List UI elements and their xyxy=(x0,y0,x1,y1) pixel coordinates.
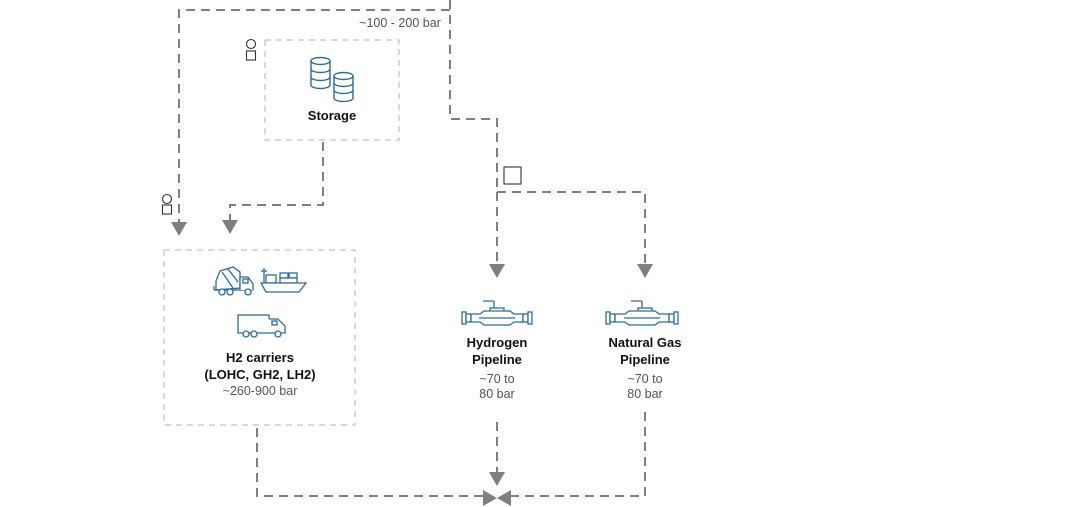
carriers-pressure: ~260-900 bar xyxy=(222,384,298,398)
carriers-title-line2: (LOHC, GH2, LH2) xyxy=(204,367,316,382)
pipeline-valve-icon xyxy=(461,300,533,326)
square-marker-icon xyxy=(245,50,257,61)
flow-line-storage-to-carriers xyxy=(229,142,324,220)
arrow-head xyxy=(489,264,505,278)
storage-tanks-icon xyxy=(310,56,354,103)
arrow-head xyxy=(171,222,187,236)
storage-box xyxy=(264,39,400,141)
arrow-head xyxy=(637,264,653,278)
pipeline-valve-icon xyxy=(605,300,679,326)
arrow-head xyxy=(222,220,238,234)
storage-title: Storage xyxy=(307,108,357,123)
ng-pipeline-pressure-line1: ~70 to xyxy=(627,372,663,386)
ng-pipeline-pressure-line2: 80 bar xyxy=(627,387,663,401)
ng-pipeline-title-line1: Natural Gas xyxy=(608,335,682,350)
h2-pipeline-title-line1: Hydrogen xyxy=(466,335,528,350)
junction-valve-icon xyxy=(483,490,511,506)
square-marker-icon xyxy=(161,204,173,215)
carriers-title-line1: H2 carriers xyxy=(226,350,294,365)
ng-pipeline-title-line2: Pipeline xyxy=(620,352,670,367)
circle-marker-icon xyxy=(161,193,173,205)
flow-line-carriers-to-junction xyxy=(256,428,484,497)
top-pressure-label: ~100 - 200 bar xyxy=(359,16,441,30)
box-truck-icon xyxy=(237,314,286,338)
mixer-truck-icon xyxy=(213,266,254,296)
flow-line-ng-pipeline-to-junction xyxy=(510,412,646,497)
flow-line-ng-pipeline-branch xyxy=(497,191,646,264)
arrow-head xyxy=(489,472,505,486)
carriers-box xyxy=(163,249,356,426)
flow-line-source-to-pipelines xyxy=(449,0,498,192)
circle-marker-icon xyxy=(245,38,257,50)
square-marker-icon xyxy=(503,166,522,185)
h2-pipeline-title-line2: Pipeline xyxy=(472,352,522,367)
cargo-ship-icon xyxy=(259,268,308,293)
h2-pipeline-pressure-line2: 80 bar xyxy=(479,387,515,401)
h2-pipeline-pressure-line1: ~70 to xyxy=(479,372,515,386)
flow-line-source-to-carriers xyxy=(178,0,451,228)
